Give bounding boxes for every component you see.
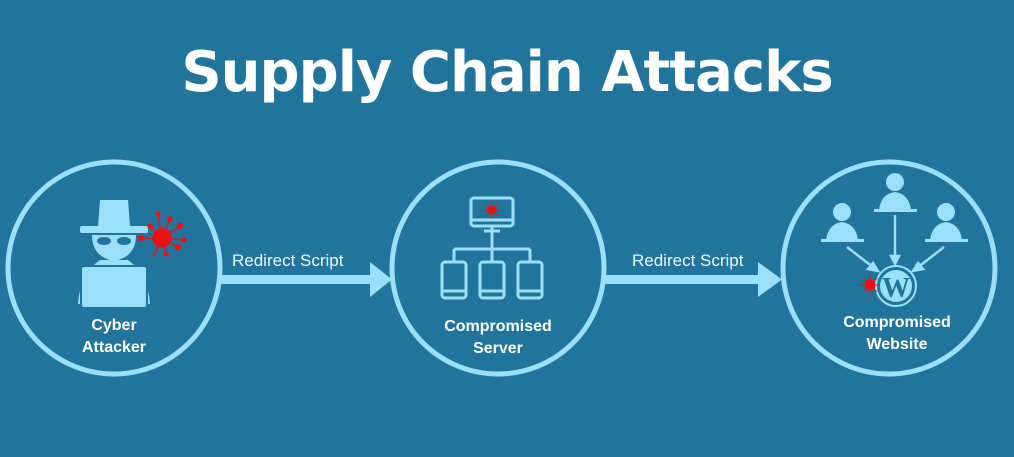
virus-icon [137, 211, 187, 258]
hacker-icon [78, 200, 150, 309]
edge-label-attacker-server: Redirect Script [232, 251, 344, 270]
user-icon-center [874, 173, 917, 212]
node-label-line1: Compromised [444, 318, 552, 335]
node-circle-server [389, 159, 607, 377]
node-circle-attacker [5, 159, 223, 377]
server-virus-icon [484, 202, 500, 218]
node-circle-website [780, 159, 998, 377]
node-label-website: Compromised Website [827, 312, 967, 356]
user-icon-right [925, 203, 968, 242]
node-label-attacker: Cyber Attacker [54, 315, 174, 359]
node-label-line2: Server [473, 340, 523, 357]
edge-label-server-website: Redirect Script [632, 251, 744, 270]
arrow-attacker-to-server [220, 262, 392, 297]
server-network-icon [440, 196, 544, 300]
node-label-line1: Compromised [843, 314, 951, 331]
website-virus-icon [860, 275, 880, 295]
svg-text:W: W [882, 273, 910, 304]
user-icon-left [821, 203, 864, 242]
node-label-line2: Website [866, 336, 928, 353]
node-label-server: Compromised Server [428, 316, 568, 360]
user-arrows [846, 215, 945, 273]
wordpress-icon: W [875, 265, 917, 307]
page-title: Supply Chain Attacks [181, 40, 833, 105]
node-label-line2: Attacker [81, 339, 147, 356]
arrow-server-to-website [605, 262, 782, 297]
node-label-line1: Cyber [91, 317, 137, 334]
